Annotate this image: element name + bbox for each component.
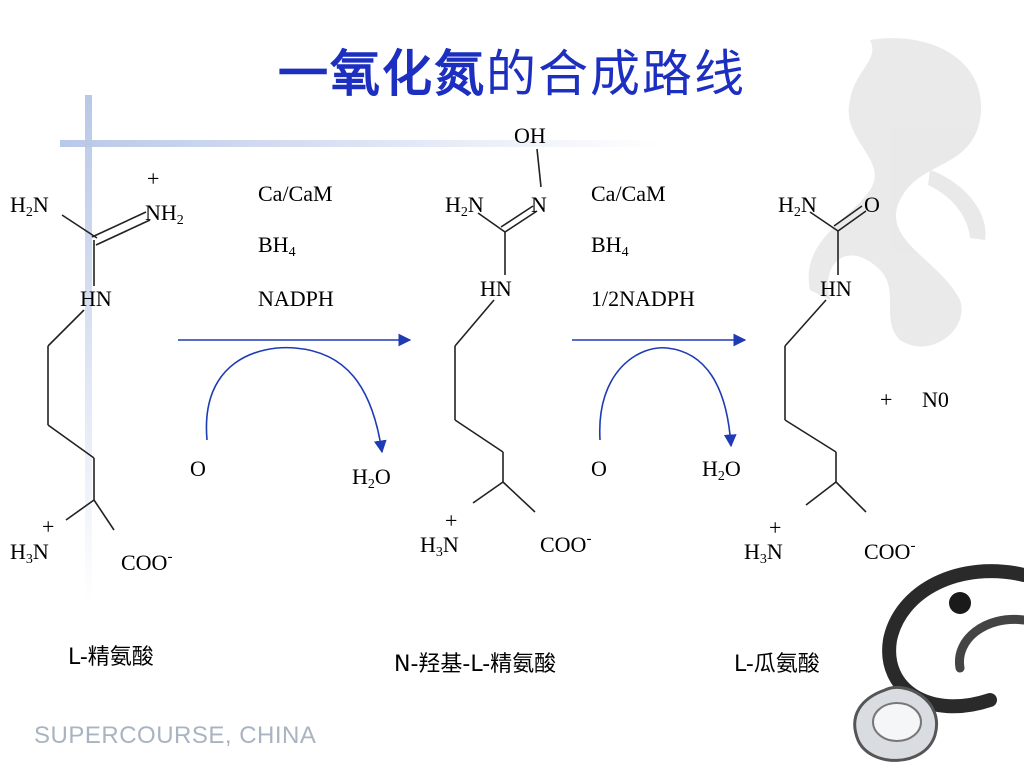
stethoscope-tube — [882, 564, 1024, 714]
citrulline: H2N O HN + H3N COO- L-瓜氨酸 + N0 — [734, 192, 949, 677]
reaction-2-cofactor-bh4: BH4 — [591, 232, 629, 260]
product-no: N0 — [922, 387, 949, 412]
reaction-1-cofactor-bh4: BH4 — [258, 232, 296, 260]
deco-vertical-bar — [85, 95, 92, 605]
citrulline-coo: COO- — [864, 538, 915, 564]
arginine-plus-bottom: + — [42, 514, 54, 539]
arginine-nh2: NH2 — [145, 200, 184, 228]
hydroxyarginine-n: N — [531, 192, 547, 217]
citrulline-h2n: H2N — [778, 192, 817, 220]
arginine-hn: HN — [80, 286, 112, 311]
citrulline-h3n: H3N — [744, 539, 783, 567]
reaction-2-cofactor-nadph: 1/2NADPH — [591, 286, 695, 311]
hydroxyarginine-h2n: H2N — [445, 192, 484, 220]
reaction-2-curved-arrow — [599, 347, 737, 448]
arginine-h2n: H2N — [10, 192, 49, 220]
arginine: H2N + NH2 HN + H3N COO- L-精氨酸 — [10, 166, 184, 670]
reaction-2: Ca/CaM BH4 1/2NADPH O H2O — [591, 181, 741, 484]
hydroxyarginine-oh: OH — [514, 123, 546, 148]
hydroxyarginine-hn: HN — [480, 276, 512, 301]
stethoscope-image — [853, 564, 1024, 762]
reaction-1-cofactor-nadph: NADPH — [258, 286, 334, 311]
citrulline-name: L-瓜氨酸 — [734, 652, 820, 677]
hydroxyarginine-plus-bottom: + — [445, 508, 457, 533]
reaction-2-cofactor-cacam: Ca/CaM — [591, 181, 666, 206]
citrulline-bonds — [784, 205, 867, 513]
reaction-1-oxygen: O — [190, 456, 206, 481]
footer-brand: SUPERCOURSE, CHINA — [34, 722, 317, 749]
reaction-2-water: H2O — [702, 456, 741, 484]
reaction-1: Ca/CaM BH4 NADPH O H2O — [190, 181, 391, 492]
reaction-2-oxygen: O — [591, 456, 607, 481]
deco-horizontal-bar — [60, 140, 660, 147]
hydroxyarginine-name: N-羟基-L-精氨酸 — [394, 652, 556, 677]
citrulline-hn: HN — [820, 276, 852, 301]
arginine-bonds — [47, 211, 151, 531]
reaction-1-water: H2O — [352, 464, 391, 492]
hydroxyarginine-coo: COO- — [540, 531, 591, 557]
reaction-1-cofactor-cacam: Ca/CaM — [258, 181, 333, 206]
calligraphy-watermark — [808, 38, 986, 347]
product-plus: + — [880, 387, 892, 412]
title-rest: 的合成路线 — [486, 45, 746, 103]
reaction-1-arrows — [178, 333, 412, 454]
citrulline-plus-bottom: + — [769, 515, 781, 540]
arginine-plus-top: + — [147, 166, 159, 191]
arginine-coo: COO- — [121, 549, 172, 575]
citrulline-o: O — [864, 192, 880, 217]
reaction-1-curved-arrow — [205, 346, 387, 454]
hydroxyarginine: OH H2N N HN + H3N COO- N-羟基-L-精氨酸 — [394, 123, 591, 677]
stethoscope-diaphragm — [872, 702, 922, 742]
title-bold: 一氧化氮 — [278, 45, 486, 103]
stethoscope-tube-2 — [954, 614, 1024, 673]
stethoscope-earpiece — [949, 592, 971, 614]
hydroxyarginine-h3n: H3N — [420, 532, 459, 560]
decor — [60, 38, 1024, 762]
hydroxyarginine-bonds — [454, 148, 542, 513]
arginine-name: L-精氨酸 — [68, 645, 154, 670]
arginine-h3n: H3N — [10, 539, 49, 567]
reaction-2-arrows — [572, 333, 747, 448]
slide-title: 一氧化氮的合成路线 — [0, 34, 1024, 106]
